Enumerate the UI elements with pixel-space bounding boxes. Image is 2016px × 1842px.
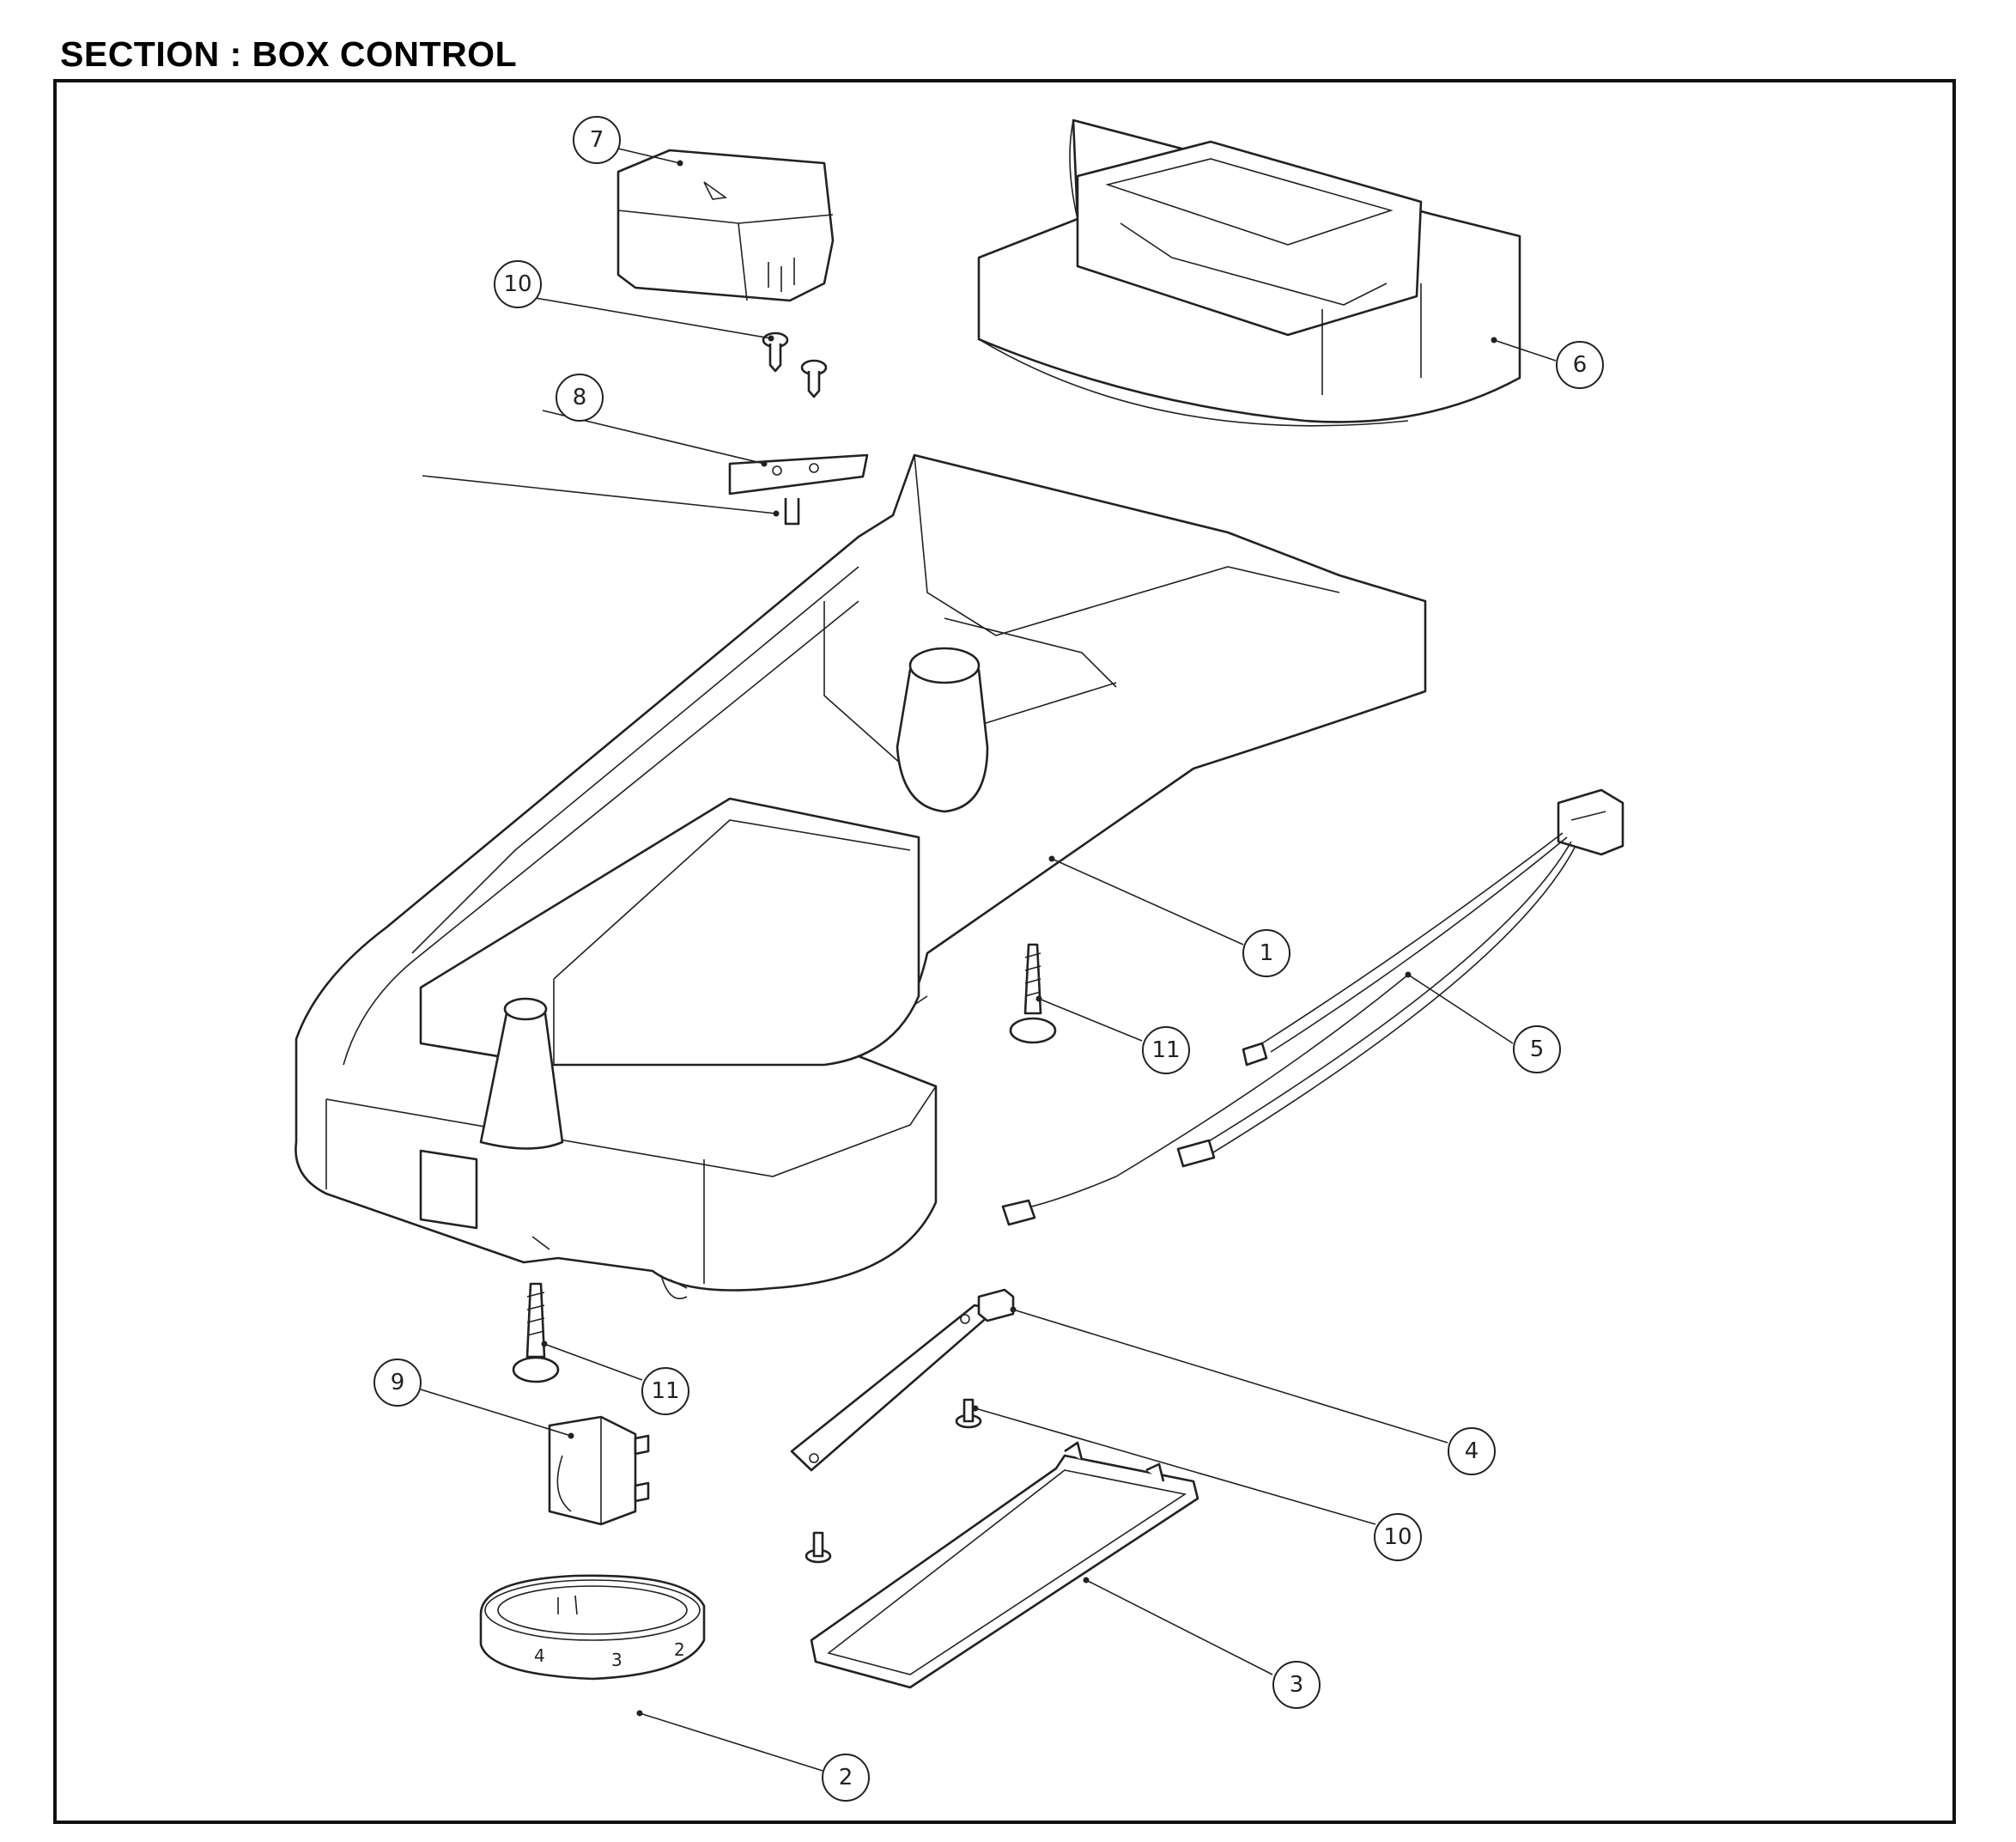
callout-10-lower-label: 10 xyxy=(1383,1524,1412,1550)
callout-8-label: 8 xyxy=(573,385,587,410)
callout-10-lower: 10 xyxy=(1374,1513,1422,1561)
callout-11-upper-label: 11 xyxy=(1151,1037,1180,1063)
callout-5: 5 xyxy=(1513,1025,1561,1073)
part-7-cover xyxy=(616,149,835,302)
callout-4-label: 4 xyxy=(1465,1438,1479,1464)
callout-10-top: 10 xyxy=(494,260,542,308)
part-5-wire-harness xyxy=(1001,788,1624,1226)
part-6-housing xyxy=(977,119,1521,427)
part-11-screw-lower xyxy=(512,1282,560,1383)
drawing-frame xyxy=(53,79,1956,1824)
callout-4: 4 xyxy=(1448,1427,1496,1475)
part-2-knob: 4 3 2 xyxy=(479,1574,706,1681)
callout-2: 2 xyxy=(822,1754,870,1802)
callout-5-label: 5 xyxy=(1530,1037,1545,1062)
callout-10-top-label: 10 xyxy=(503,271,531,297)
part-8-pcb xyxy=(728,453,869,526)
callout-11-upper: 11 xyxy=(1142,1026,1190,1074)
callout-7: 7 xyxy=(573,116,621,164)
part-10-screws-lower xyxy=(805,1398,982,1564)
callout-2-label: 2 xyxy=(839,1765,853,1790)
callout-3: 3 xyxy=(1272,1661,1321,1709)
knob-number-4: 4 xyxy=(534,1645,545,1666)
part-1-control-box xyxy=(295,453,1427,1299)
callout-3-label: 3 xyxy=(1290,1672,1304,1698)
callout-1: 1 xyxy=(1242,929,1290,977)
callout-11-lower-label: 11 xyxy=(651,1378,679,1404)
callout-9-label: 9 xyxy=(391,1370,405,1395)
callout-7-label: 7 xyxy=(590,127,604,153)
callout-6-label: 6 xyxy=(1573,352,1588,378)
section-title: SECTION : BOX CONTROL xyxy=(60,34,518,74)
callout-11-lower: 11 xyxy=(641,1367,689,1415)
knob-number-3: 3 xyxy=(611,1650,622,1670)
callout-9: 9 xyxy=(373,1359,422,1407)
callout-8: 8 xyxy=(556,374,604,422)
knob-number-2: 2 xyxy=(674,1639,685,1660)
callout-6: 6 xyxy=(1556,341,1604,389)
part-4-bracket xyxy=(790,1288,1015,1472)
part-9-switch xyxy=(548,1415,650,1526)
callout-1-label: 1 xyxy=(1260,940,1274,966)
part-11-screw-upper xyxy=(1009,943,1057,1044)
part-3-cover-plate xyxy=(810,1441,1199,1689)
part-10-screws-top xyxy=(762,331,828,398)
leader-lines xyxy=(420,148,1557,1772)
